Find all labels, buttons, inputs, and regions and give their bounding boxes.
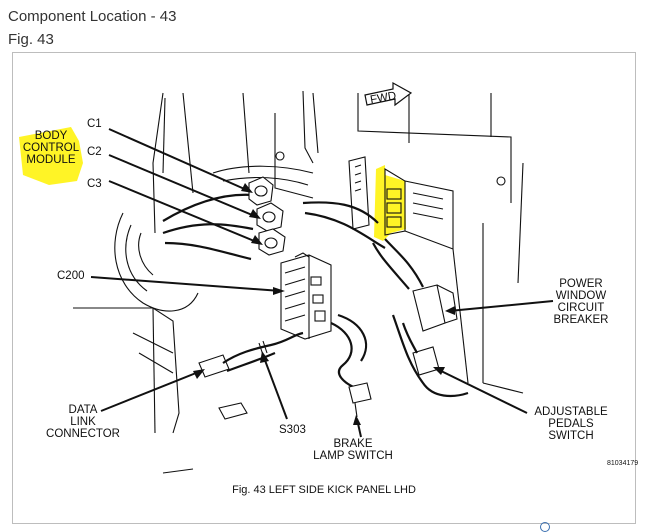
diagram-frame: FWD BODY CONTROL MODULE [12, 52, 638, 524]
svg-text:DATA: DATA [69, 404, 98, 416]
kick-panel-drawing [73, 90, 524, 474]
label-adjustable-pedals-switch: ADJUSTABLE PEDALS SWITCH [534, 406, 608, 442]
figure-number: 81034179 [607, 460, 638, 467]
c3-connector [258, 228, 286, 256]
scroll-indicator-icon[interactable] [540, 522, 550, 532]
svg-text:PEDALS: PEDALS [548, 418, 594, 430]
body-control-module [348, 156, 454, 250]
label-c2: C2 [87, 146, 102, 158]
c1-connector [248, 176, 274, 206]
label-body-control-module: BODY CONTROL MODULE [23, 130, 80, 166]
c200-junction-block [280, 252, 332, 340]
svg-text:POWER: POWER [559, 278, 602, 290]
data-link-connector-part [198, 331, 304, 378]
label-data-link-connector: DATA LINK CONNECTOR [46, 404, 120, 440]
label-c1: C1 [87, 118, 102, 130]
page-title: Component Location - 43 [8, 8, 177, 25]
svg-text:CIRCUIT: CIRCUIT [558, 302, 605, 314]
figure-label: Fig. 43 [8, 31, 54, 48]
bcm-label-highlight [19, 127, 83, 185]
svg-text:LINK: LINK [70, 416, 96, 428]
label-c200: C200 [57, 270, 85, 282]
svg-text:CONNECTOR: CONNECTOR [46, 428, 120, 440]
fwd-arrow-icon: FWD [364, 81, 413, 106]
svg-text:BREAKER: BREAKER [554, 314, 609, 326]
label-s303: S303 [279, 424, 306, 436]
svg-text:CONTROL: CONTROL [23, 142, 80, 154]
brake-lamp-switch [348, 382, 372, 418]
label-brake-lamp-switch: BRAKE LAMP SWITCH [313, 438, 393, 462]
label-power-window-circuit-breaker: POWER WINDOW CIRCUIT BREAKER [554, 278, 609, 326]
svg-text:SWITCH: SWITCH [548, 430, 593, 442]
svg-text:MODULE: MODULE [26, 154, 76, 166]
svg-text:LAMP SWITCH: LAMP SWITCH [313, 450, 393, 462]
fwd-label: FWD [369, 90, 397, 106]
leader-lines [90, 128, 554, 438]
diagram-caption: Fig. 43 LEFT SIDE KICK PANEL LHD [232, 484, 416, 496]
kick-panel-diagram: FWD BODY CONTROL MODULE [19, 81, 638, 496]
c2-connector [256, 202, 284, 232]
label-c3: C3 [87, 178, 102, 190]
power-window-circuit-breaker [372, 238, 458, 332]
svg-text:BODY: BODY [35, 130, 68, 142]
svg-text:ADJUSTABLE: ADJUSTABLE [534, 406, 608, 418]
svg-text:WINDOW: WINDOW [556, 290, 607, 302]
svg-text:BRAKE: BRAKE [334, 438, 373, 450]
